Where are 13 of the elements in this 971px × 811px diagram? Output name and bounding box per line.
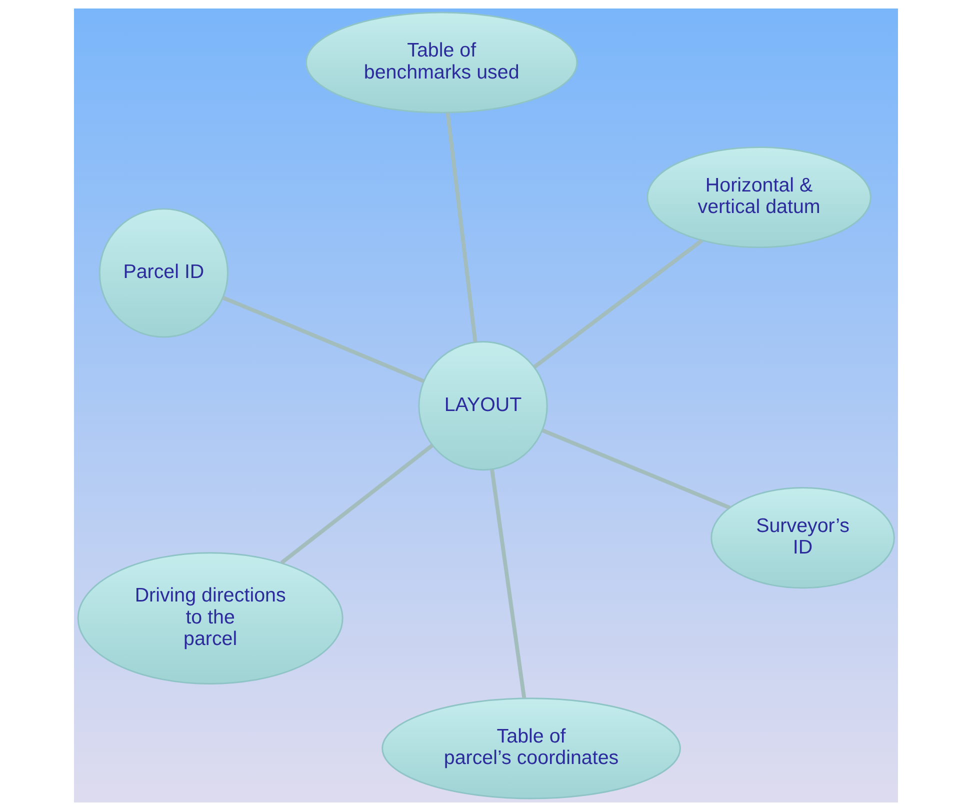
connector (490, 469, 526, 698)
node-ellipse: Driving directions to the parcel (76, 552, 343, 685)
node-ellipse: Surveyor’s ID (710, 487, 894, 589)
connector (222, 296, 424, 383)
node-circle: LAYOUT (418, 341, 548, 471)
node-ellipse: Table of parcel’s coordinates (381, 698, 680, 800)
node-ellipse: Table of benchmarks used (305, 12, 578, 114)
node-ellipse: Horizontal & vertical datum (646, 146, 871, 248)
connector (280, 444, 434, 564)
node-circle: Parcel ID (98, 208, 228, 338)
connector (532, 238, 703, 369)
connector (445, 112, 477, 342)
connector (541, 428, 730, 510)
